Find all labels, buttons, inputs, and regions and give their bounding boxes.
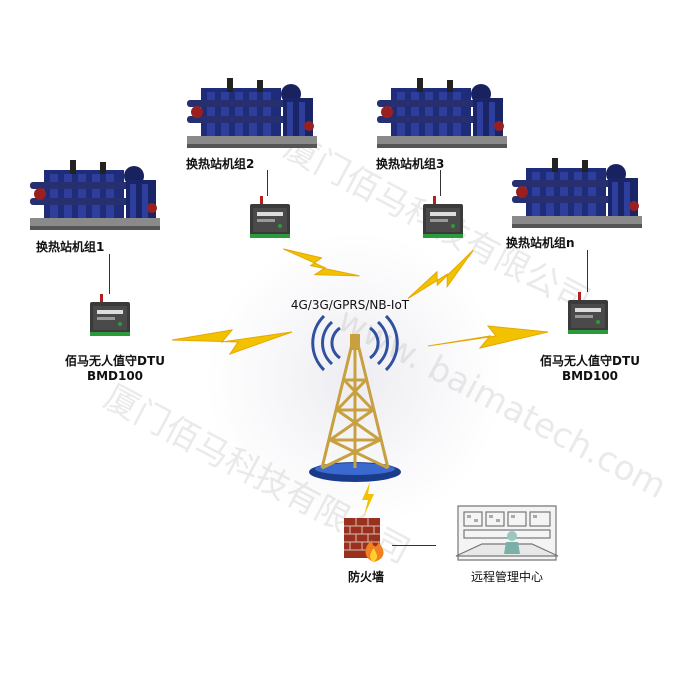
firewall-label: 防火墙 [347, 570, 384, 584]
control-center-icon [455, 505, 559, 561]
connector-station3 [440, 170, 441, 196]
lightning-icon-right [427, 325, 549, 349]
dtu-left-name: 佰马无人值守DTU [65, 354, 165, 368]
station-n-label: 换热站机组n [506, 236, 575, 250]
dtu-device-2 [250, 196, 290, 238]
connector-stationn [587, 250, 588, 292]
connector-station2 [267, 170, 268, 196]
heat-exchanger-station-1 [30, 160, 160, 230]
connector-firewall-center [392, 545, 436, 546]
network-label: 4G/3G/GPRS/NB-IoT [290, 298, 410, 312]
cell-tower-icon [309, 314, 401, 482]
connector-station1 [109, 254, 110, 294]
heat-exchanger-station-2 [187, 78, 317, 148]
station-3-label: 换热站机组3 [376, 157, 445, 171]
dtu-device-3 [423, 196, 463, 238]
lightning-icon-firewall [362, 482, 374, 516]
heat-exchanger-station-3 [377, 78, 507, 148]
heat-exchanger-station-n [512, 158, 642, 228]
dtu-right-model: BMD100 [561, 369, 619, 383]
firewall-icon [344, 518, 384, 562]
lightning-icon-left [171, 329, 293, 355]
dtu-device-n [568, 292, 608, 334]
dtu-right-name: 佰马无人值守DTU [540, 354, 640, 368]
dtu-left-model: BMD100 [86, 369, 144, 383]
station-1-label: 换热站机组1 [36, 240, 105, 254]
dtu-device-1 [90, 294, 130, 336]
control-center-label: 远程管理中心 [470, 570, 543, 584]
station-2-label: 换热站机组2 [186, 157, 255, 171]
